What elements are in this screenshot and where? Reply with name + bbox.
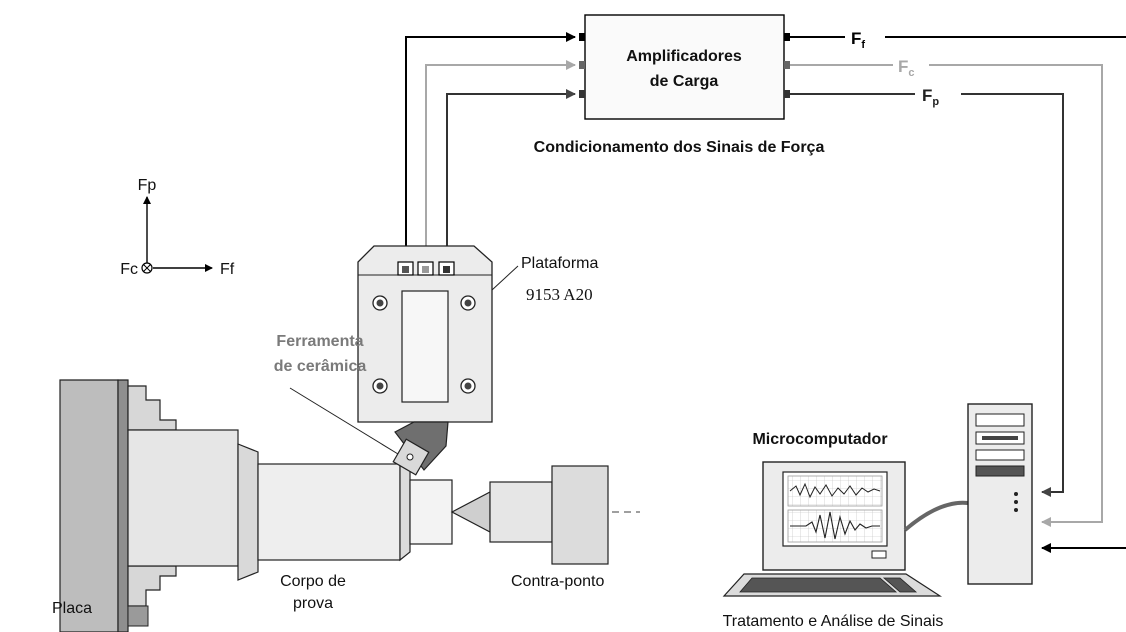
signal-wires-to-amplifier — [405, 32, 576, 262]
tailstock-label: Contra-ponto — [511, 573, 604, 590]
wire-fc-output — [790, 64, 1103, 522]
signal-ff-base: F — [851, 29, 861, 48]
screw-icon — [372, 295, 476, 394]
chuck: Placa — [0, 379, 239, 632]
signal-label-fc: Fc — [898, 57, 915, 79]
wire-fp-output — [790, 93, 1064, 492]
wire-ff-to-amp — [405, 32, 576, 262]
amplifier-label-line1: Amplificadores — [626, 48, 742, 65]
signal-fp-sub: p — [932, 96, 939, 108]
tailstock: Contra-ponto — [450, 465, 609, 590]
signal-fc-base: F — [898, 57, 908, 76]
chuck-label: Placa — [52, 600, 92, 617]
amplifier-box: Amplificadores de Carga — [579, 14, 790, 120]
wire-fp-to-amp — [446, 89, 576, 262]
signal-fc-sub: c — [908, 67, 914, 79]
microcomputer: Microcomputador Tratamento e Análise de … — [723, 403, 1033, 630]
signal-wires-to-computer — [790, 36, 1126, 553]
workpiece: Corpo de prova — [237, 443, 453, 612]
svg-text:Fp: Fp — [922, 86, 939, 108]
tool-label-line2: de cerâmica — [274, 358, 367, 375]
axis-label-fc: Fc — [120, 261, 138, 278]
ceramic-tool: Ferramenta de cerâmica — [274, 333, 449, 476]
amplifier-label-line2: de Carga — [650, 73, 719, 90]
signal-label-fp: Fp — [922, 86, 939, 108]
axis-label-fp: Fp — [138, 177, 157, 194]
tool-label-line1: Ferramenta — [276, 333, 363, 350]
computer-label: Microcomputador — [752, 431, 887, 448]
signal-ff-sub: f — [861, 39, 865, 51]
platform-label-line2: 9153 A20 — [526, 285, 593, 304]
specimen-label-line2: prova — [293, 595, 333, 612]
force-axes: Fp Fc Ff — [120, 177, 235, 278]
processing-label: Tratamento e Análise de Sinais — [723, 613, 944, 630]
svg-text:Fc: Fc — [898, 57, 915, 79]
svg-text:Ff: Ff — [851, 29, 865, 51]
signal-label-ff: Ff — [851, 29, 865, 51]
specimen-label-line1: Corpo de — [280, 573, 346, 590]
conditioning-label: Condicionamento dos Sinais de Força — [534, 139, 825, 156]
dynamometer-platform: Plataforma 9153 A20 — [357, 245, 598, 423]
platform-label-line1: Plataforma — [521, 255, 598, 272]
signal-fp-base: F — [922, 86, 932, 105]
wire-fc-to-amp — [425, 60, 576, 262]
axis-label-ff: Ff — [220, 261, 235, 278]
